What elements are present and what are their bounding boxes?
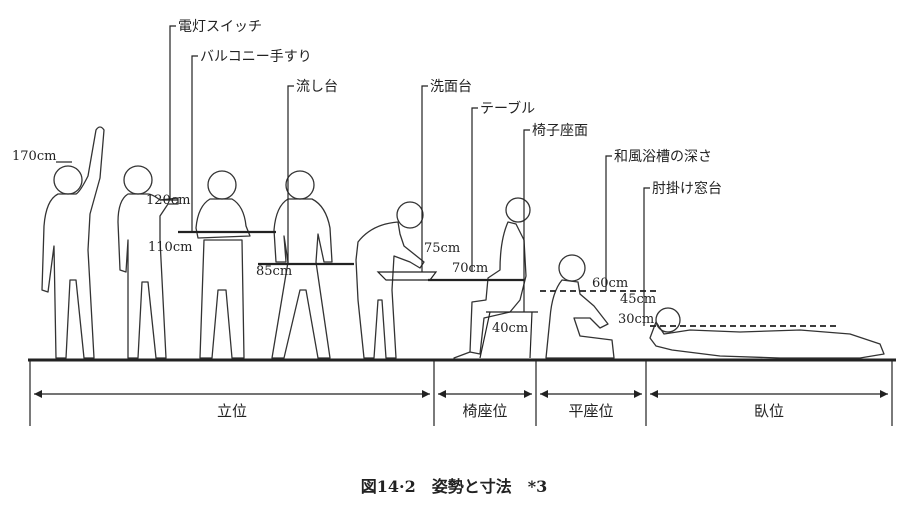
label-table: テーブル [480, 100, 535, 117]
zone-arrows [34, 390, 888, 398]
dim-70: 70cm [452, 261, 488, 276]
dim-45: 45cm [620, 292, 656, 307]
figure-seated-chair [453, 197, 531, 359]
dim-75: 75cm [424, 241, 460, 256]
label-sink: 流し台 [296, 79, 338, 95]
figure-raised-arm [41, 126, 105, 359]
zone-standing: 立位 [217, 402, 247, 420]
zone-floor: 平座位 [568, 402, 613, 420]
dim-110: 110cm [148, 240, 192, 255]
dim-60: 60cm [592, 276, 628, 291]
dim-170: 170cm [12, 149, 56, 164]
label-elbow-window: 肘掛け窓台 [652, 180, 722, 197]
figure-at-sink [271, 170, 333, 359]
figure-floor-seated [545, 254, 615, 359]
dim-120: 120cm [146, 193, 190, 208]
zone-chair: 椅座位 [462, 402, 507, 420]
figure-at-switch [117, 165, 179, 359]
label-chair-seat: 椅子座面 [532, 123, 588, 139]
bar-washbasin [376, 271, 438, 281]
chair [479, 311, 538, 359]
figure-at-balcony [195, 170, 251, 359]
label-washbasin: 洗面台 [430, 79, 472, 95]
figure-caption: 図14·2 姿勢と寸法 *3 [361, 477, 547, 496]
zone-separators [29, 360, 893, 426]
label-balcony-rail: バルコニー手すり [200, 49, 312, 65]
figure-lying [649, 307, 885, 359]
dim-85: 85cm [256, 264, 292, 279]
dim-40: 40cm [492, 321, 528, 336]
zone-lying: 臥位 [754, 402, 784, 420]
label-light-switch: 電灯スイッチ [178, 19, 262, 35]
dim-30: 30cm [618, 312, 654, 327]
figure-at-washbasin [355, 201, 425, 359]
label-japanese-bath: 和風浴槽の深さ [614, 149, 712, 165]
